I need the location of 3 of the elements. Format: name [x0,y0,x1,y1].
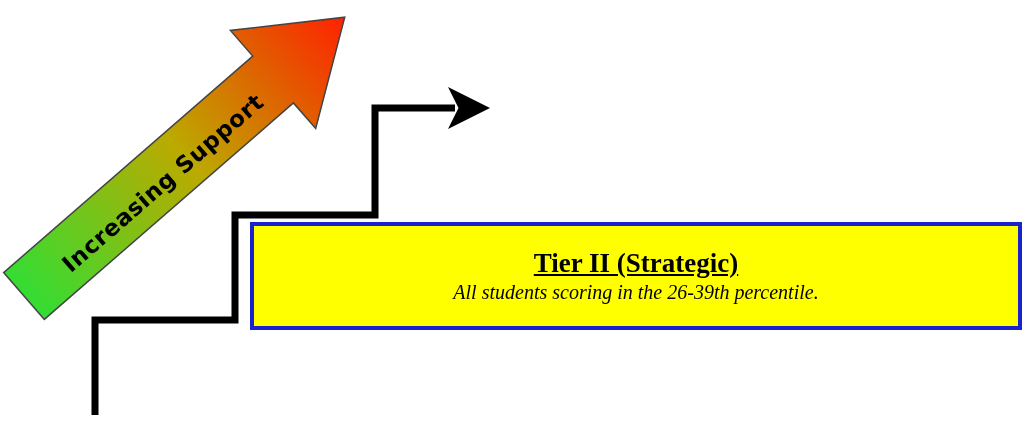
tier-box [250,222,1022,330]
tier-heading: Tier II (Strategic) [533,246,739,280]
tier-description: All students scoring in the 26-39th percentile. [453,280,819,306]
